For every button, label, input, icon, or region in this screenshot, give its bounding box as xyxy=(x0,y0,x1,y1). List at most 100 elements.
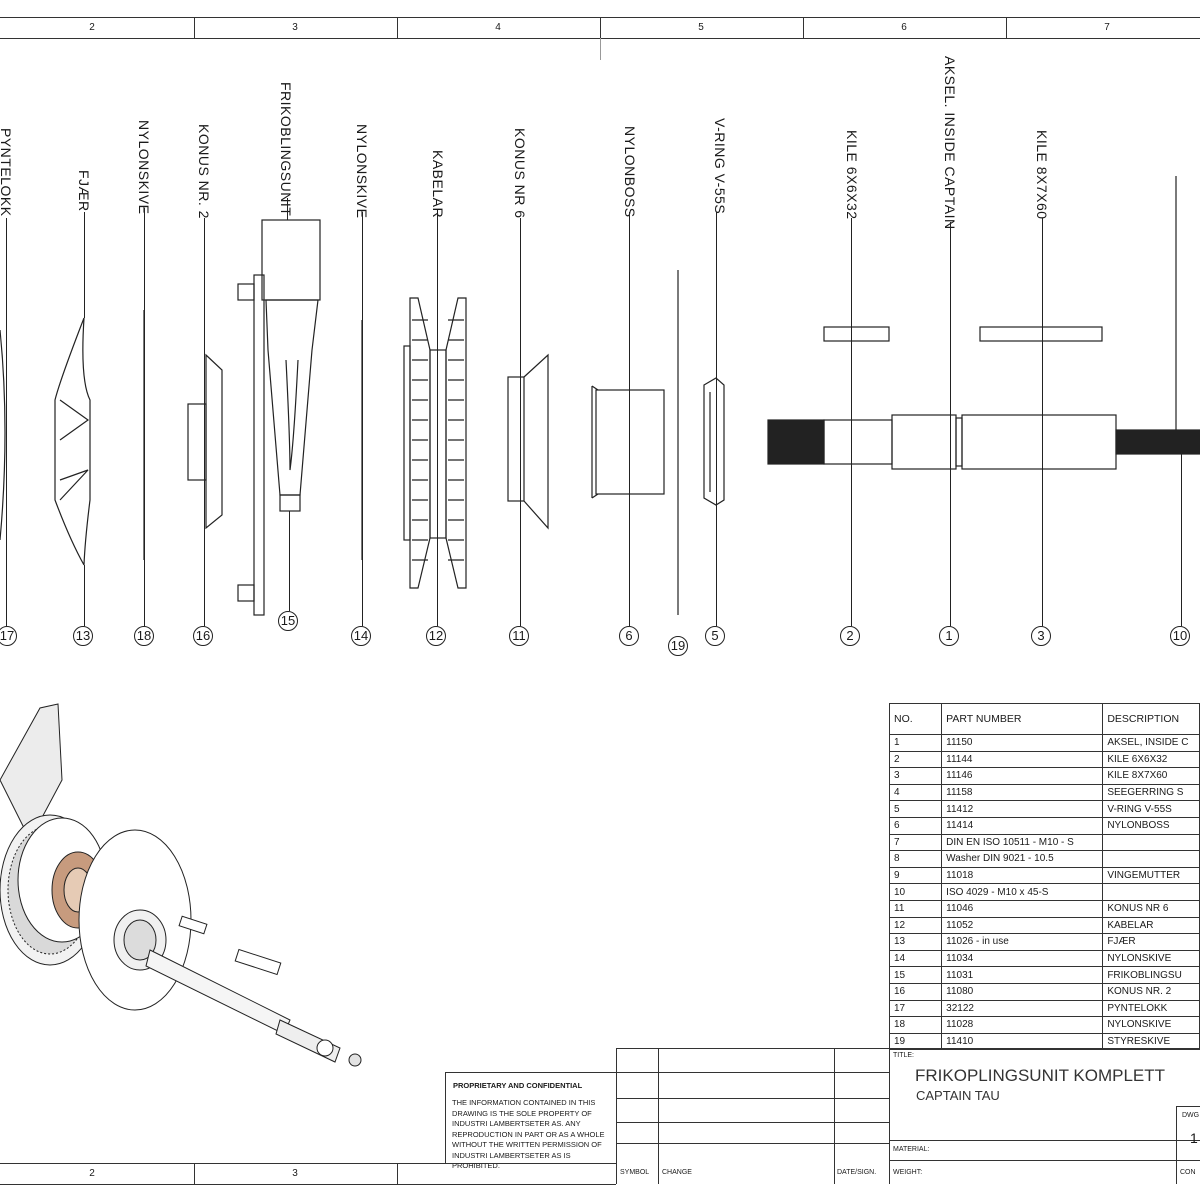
table-cell-desc: VINGEMUTTER xyxy=(1102,866,1200,885)
zone-label: 7 xyxy=(1104,22,1110,33)
table-cell-desc: KABELAR xyxy=(1102,916,1200,935)
balloon: 16 xyxy=(193,626,213,646)
leader-line xyxy=(716,212,717,626)
table-cell-desc: SEEGERRING S xyxy=(1102,783,1200,802)
table-cell-desc: KONUS NR 6 xyxy=(1102,899,1200,918)
dwg-number: 1 xyxy=(1190,1130,1198,1146)
callout-label: NYLONSKIVE xyxy=(354,124,370,219)
table-cell-no: 6 xyxy=(888,816,943,835)
zone-label: 5 xyxy=(698,22,704,33)
balloon: 19 xyxy=(668,636,688,656)
leader-line xyxy=(520,218,521,626)
title-label: TITLE: xyxy=(893,1052,915,1059)
konus-2-part xyxy=(187,353,223,530)
frikoblingsunit-part xyxy=(237,219,321,616)
table-cell-no: 3 xyxy=(888,767,943,785)
table-cell-desc: NYLONSKIVE xyxy=(1102,1016,1200,1034)
material-label: MATERIAL: xyxy=(893,1146,930,1153)
table-cell-no: 10 xyxy=(888,883,943,901)
table-cell-no: 18 xyxy=(888,1016,943,1034)
table-cell-part: 11018 xyxy=(941,866,1104,885)
table-cell-part: 11144 xyxy=(941,750,1104,769)
table-cell-no: 19 xyxy=(888,1032,943,1051)
nylonboss-part xyxy=(591,385,665,499)
table-cell-part: 11026 - in use xyxy=(941,933,1104,951)
table-cell-part: Washer DIN 9021 - 10.5 xyxy=(941,850,1104,868)
zone-label: 2 xyxy=(89,22,95,33)
balloon: 15 xyxy=(278,611,298,631)
symbol-label: SYMBOL xyxy=(620,1169,650,1176)
pyntelokk-part xyxy=(0,329,6,541)
table-cell-no: 17 xyxy=(888,999,943,1018)
callout-label: V-RING V-55S xyxy=(712,118,728,215)
callout-label: KONUS NR. 2 xyxy=(196,124,212,219)
aksel-part xyxy=(767,414,1200,470)
balloon: 14 xyxy=(351,626,371,646)
table-cell-part: 11034 xyxy=(941,949,1104,968)
konus-6-part xyxy=(507,353,549,530)
leader-line xyxy=(84,565,85,626)
table-cell-desc: PYNTELOKK xyxy=(1102,999,1200,1018)
column-header-description: DESCRIPTION xyxy=(1102,703,1200,735)
balloon: 11 xyxy=(509,626,529,646)
callout-label: FRIKOBLINGSUNIT xyxy=(278,82,294,217)
table-cell-desc: FJÆR xyxy=(1102,933,1200,951)
leader-line xyxy=(84,212,85,318)
kile-6x6x32-part xyxy=(823,326,890,342)
balloon: 17 xyxy=(0,626,17,646)
table-cell-desc: STYRESKIVE xyxy=(1102,1032,1200,1051)
table-cell-part: ISO 4029 - M10 x 45-S xyxy=(941,883,1104,901)
zone-divider xyxy=(803,18,804,38)
date-sign-label: DATE/SIGN. xyxy=(837,1169,877,1176)
leader-line xyxy=(287,198,288,220)
change-label: CHANGE xyxy=(662,1169,692,1176)
table-cell-desc xyxy=(1102,833,1200,852)
table-cell-no: 5 xyxy=(888,800,943,818)
leader-line xyxy=(437,214,438,626)
table-cell-desc: KILE 8X7X60 xyxy=(1102,767,1200,785)
balloon: 3 xyxy=(1031,626,1051,646)
table-cell-part: 32122 xyxy=(941,999,1104,1018)
zone-label: 3 xyxy=(292,1168,298,1179)
zone-label: 3 xyxy=(292,22,298,33)
table-cell-no: 7 xyxy=(888,833,943,852)
table-cell-part: 11046 xyxy=(941,899,1104,918)
bottom-zone-ruler: 2 3 xyxy=(0,1163,616,1185)
table-cell-no: 9 xyxy=(888,866,943,885)
kile-8x7x60-part xyxy=(979,326,1103,342)
callout-label: NYLONBOSS xyxy=(622,126,638,218)
table-cell-desc xyxy=(1102,883,1200,901)
balloon: 10 xyxy=(1170,626,1190,646)
zone-label: 6 xyxy=(901,22,907,33)
table-cell-part: 11414 xyxy=(941,816,1104,835)
table-cell-no: 1 xyxy=(888,734,943,752)
callout-label: NYLONSKIVE xyxy=(136,120,152,215)
callout-label: PYNTELOKK xyxy=(0,128,14,217)
drawing-title: FRIKOPLINGSUNIT KOMPLETT xyxy=(915,1066,1166,1085)
zone-divider xyxy=(1006,18,1007,38)
table-cell-part: DIN EN ISO 10511 - M10 - S xyxy=(941,833,1104,852)
balloon: 1 xyxy=(939,626,959,646)
table-cell-no: 12 xyxy=(888,916,943,935)
leader-line xyxy=(144,208,145,626)
table-header-row: NO. PART NUMBER DESCRIPTION xyxy=(888,703,1200,735)
kabelar-part xyxy=(403,297,467,589)
table-cell-desc: NYLONBOSS xyxy=(1102,816,1200,835)
balloon: 12 xyxy=(426,626,446,646)
table-cell-part: 11052 xyxy=(941,916,1104,935)
zone-label: 4 xyxy=(495,22,501,33)
zone-label: 2 xyxy=(89,1168,95,1179)
leader-line xyxy=(629,212,630,626)
table-cell-no: 2 xyxy=(888,750,943,769)
table-cell-no: 13 xyxy=(888,933,943,951)
